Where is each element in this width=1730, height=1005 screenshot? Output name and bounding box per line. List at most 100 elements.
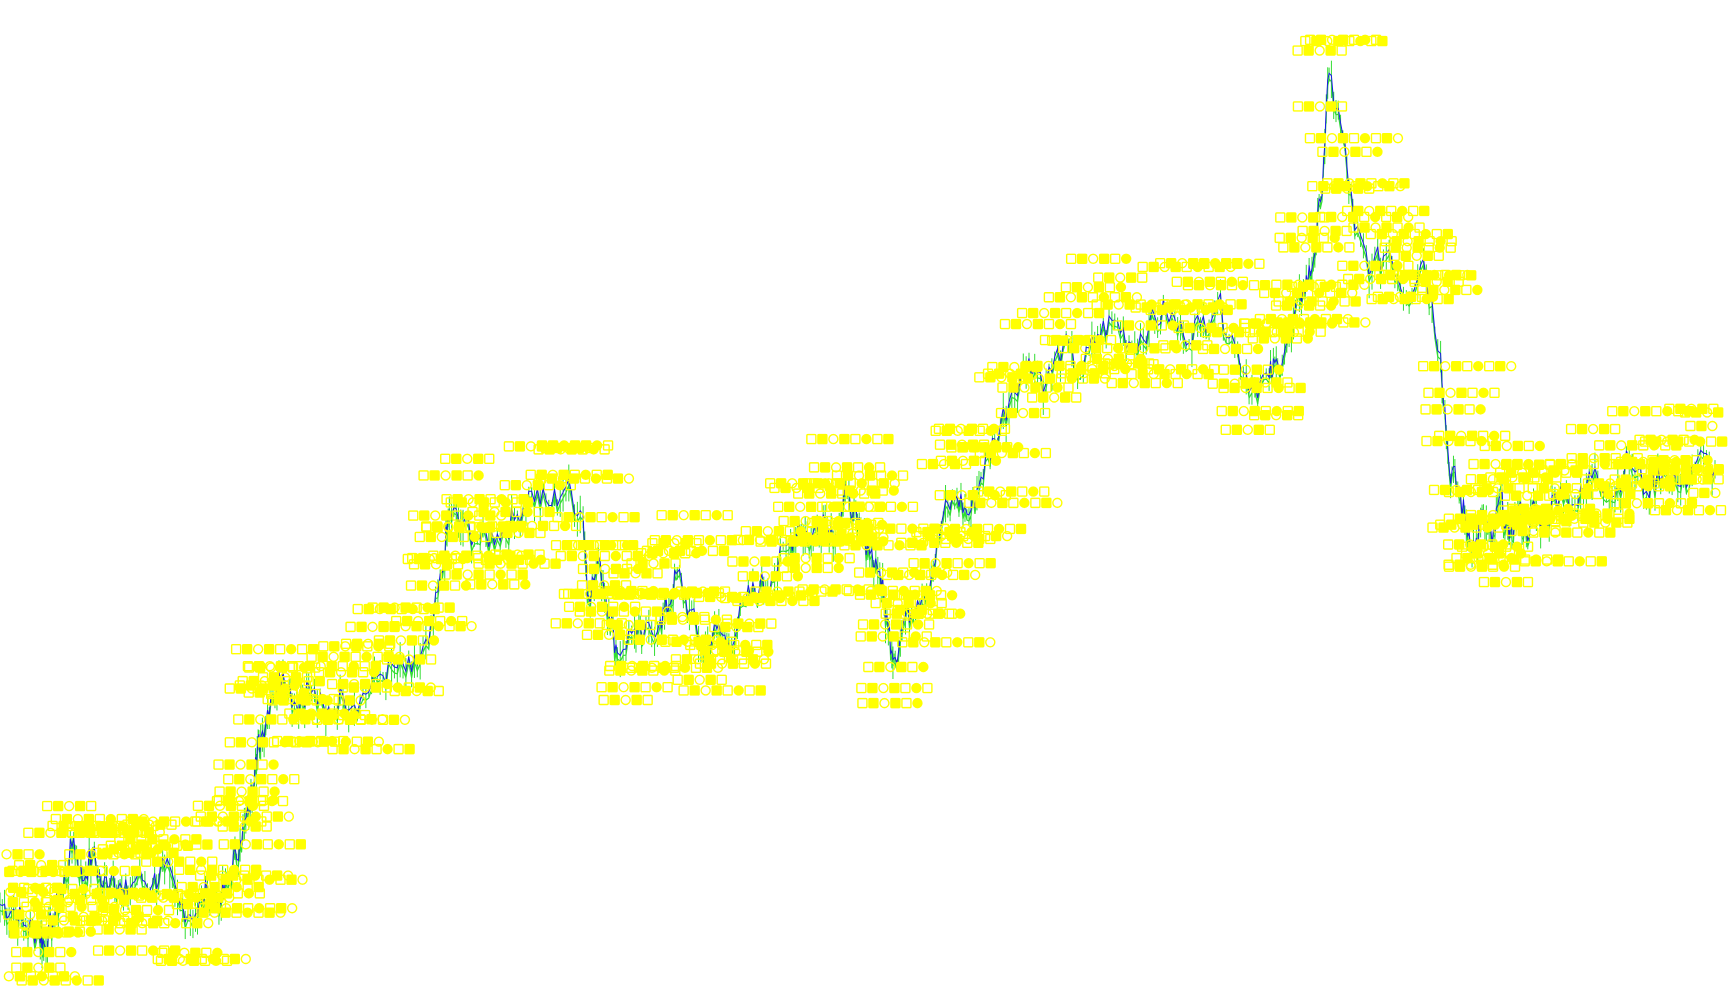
marker-glyph <box>936 569 948 581</box>
marker-glyph <box>577 550 588 562</box>
marker-glyph <box>416 580 428 591</box>
marker-glyph <box>1039 486 1050 497</box>
marker-glyph <box>596 511 607 523</box>
marker-glyph <box>1030 497 1041 509</box>
marker-glyph <box>456 615 468 627</box>
marker-glyph <box>787 595 798 607</box>
marker-glyph <box>1240 364 1252 375</box>
marker-glyph <box>266 795 278 807</box>
marker-glyph <box>503 441 515 452</box>
marker-glyph <box>682 636 693 647</box>
marker-glyph <box>1307 181 1318 192</box>
marker-glyph <box>232 888 244 899</box>
marker-glyph <box>883 540 894 551</box>
marker-glyph <box>618 682 629 693</box>
marker-glyph <box>381 682 393 693</box>
marker-glyph <box>235 737 247 748</box>
marker-glyph <box>85 915 97 926</box>
marker-glyph <box>1148 261 1159 273</box>
marker-glyph <box>1319 225 1330 237</box>
marker-glyph <box>1696 420 1707 432</box>
marker-glyph <box>202 839 213 850</box>
marker-glyph <box>240 839 251 850</box>
marker-glyph <box>1007 447 1019 459</box>
marker-glyph <box>1702 474 1713 485</box>
marker-glyph <box>1060 392 1071 403</box>
marker-glyph <box>722 510 733 521</box>
marker-glyph <box>1156 320 1168 331</box>
marker-glyph <box>1577 452 1588 464</box>
marker-glyph <box>1186 364 1198 375</box>
marker-glyph <box>1259 279 1271 291</box>
marker-glyph <box>1184 322 1195 334</box>
marker-glyph <box>1311 242 1322 253</box>
marker-glyph <box>1591 508 1602 519</box>
marker-glyph <box>43 901 54 912</box>
marker-glyph <box>1489 513 1501 525</box>
marker-glyph <box>1295 382 1306 394</box>
marker-glyph <box>425 531 436 543</box>
marker-glyph <box>1689 434 1700 445</box>
marker-glyph <box>11 946 22 958</box>
marker-glyph <box>344 695 355 706</box>
marker-glyph <box>402 553 414 565</box>
marker-glyph <box>1667 434 1678 445</box>
marker-glyph <box>1647 454 1658 466</box>
marker-glyph <box>32 901 43 912</box>
marker-glyph <box>1109 253 1121 265</box>
marker-glyph <box>114 834 125 845</box>
marker-glyph <box>648 558 659 569</box>
marker-glyph <box>378 620 389 632</box>
marker-glyph <box>329 641 340 652</box>
marker-glyph <box>833 552 844 564</box>
marker-glyph <box>136 839 147 850</box>
marker-glyph <box>152 856 163 867</box>
marker-glyph <box>254 687 265 698</box>
marker-glyph <box>423 615 435 627</box>
marker-glyph <box>1338 317 1349 328</box>
marker-glyph <box>1292 45 1303 56</box>
marker-glyph <box>63 894 75 906</box>
marker-glyph <box>428 550 439 561</box>
marker-glyph <box>615 665 626 676</box>
marker-glyph <box>1477 430 1489 442</box>
marker-glyph <box>1433 430 1445 442</box>
marker-glyph <box>152 953 164 965</box>
marker-glyph <box>870 597 881 609</box>
marker-glyph <box>1388 270 1400 281</box>
marker-glyph <box>875 567 887 578</box>
marker-glyph <box>1033 373 1045 384</box>
marker-glyph <box>1431 404 1442 415</box>
marker-glyph <box>286 874 297 885</box>
marker-glyph <box>569 440 581 451</box>
marker-glyph <box>1330 183 1342 194</box>
marker-glyph <box>233 714 244 725</box>
marker-glyph <box>1208 343 1220 355</box>
marker-glyph <box>1451 361 1462 372</box>
marker-glyph <box>762 590 774 601</box>
marker-glyph <box>1461 284 1472 296</box>
marker-glyph <box>283 811 295 822</box>
marker-glyph <box>1445 387 1456 399</box>
marker-glyph <box>730 646 741 657</box>
marker-glyph <box>1038 307 1050 319</box>
marker-glyph <box>449 580 461 591</box>
marker-glyph <box>1479 440 1490 452</box>
marker-glyph <box>1273 364 1285 375</box>
marker-glyph <box>253 907 264 918</box>
marker-glyph <box>71 975 82 986</box>
marker-glyph <box>1427 522 1438 533</box>
marker-glyph <box>631 694 642 706</box>
marker-glyph <box>75 849 86 860</box>
marker-glyph <box>1473 514 1484 525</box>
marker-glyph <box>83 813 95 825</box>
marker-glyph <box>963 557 974 569</box>
marker-glyph <box>490 549 501 560</box>
marker-glyph <box>1165 257 1177 269</box>
marker-glyph <box>1214 299 1225 310</box>
marker-glyph <box>1399 178 1410 189</box>
marker-glyph <box>1052 497 1063 509</box>
marker-glyph <box>985 557 996 569</box>
marker-glyph <box>203 918 214 929</box>
marker-glyph <box>1397 205 1408 217</box>
